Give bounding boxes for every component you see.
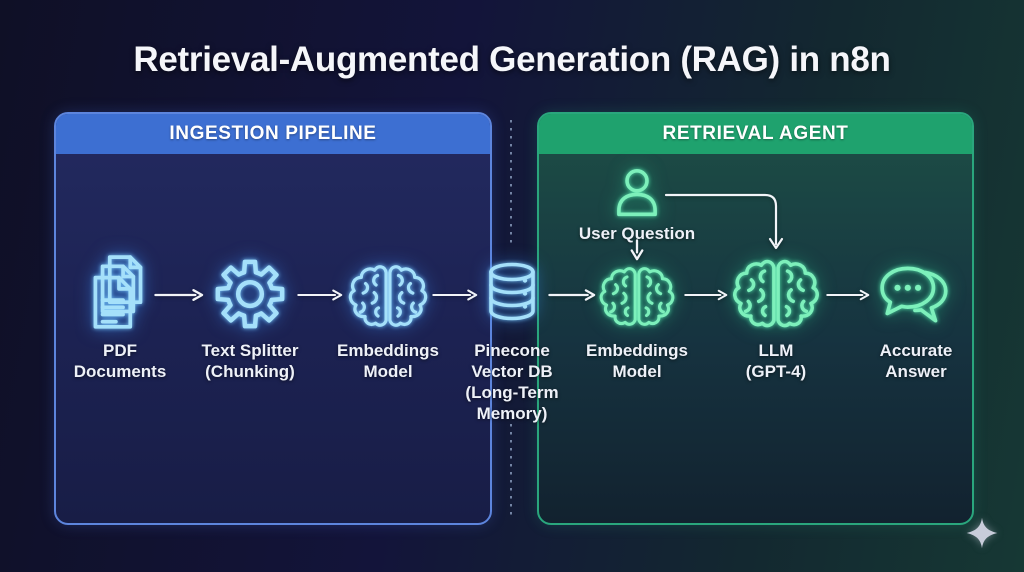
- retrieval-agent-panel: RETRIEVAL AGENT: [537, 112, 974, 525]
- arrow-embeddings-to-db: [432, 288, 478, 302]
- database-icon: [480, 257, 544, 329]
- arrow-llm-to-answer: [826, 288, 870, 302]
- diagram-title: Retrieval-Augmented Generation (RAG) in …: [133, 40, 891, 79]
- embeddings-retrieval-label: Embeddings Model: [585, 341, 688, 381]
- ingestion-pipeline-header: INGESTION PIPELINE: [56, 114, 490, 154]
- arrow-embeddings-to-llm: [684, 288, 728, 302]
- arrow-pdf-to-splitter: [154, 288, 204, 302]
- arrow-db-to-embeddings: [548, 288, 596, 302]
- arrow-question-to-llm-elbow: [664, 193, 784, 250]
- brain-icon: [730, 255, 822, 331]
- user-icon: [608, 167, 666, 220]
- ingestion-pipeline-panel: INGESTION PIPELINE: [54, 112, 492, 525]
- user-question-label: User Question: [578, 224, 696, 243]
- text-splitter-label: Text Splitter (Chunking): [201, 341, 299, 381]
- documents-icon: [83, 253, 157, 335]
- vector-db-label: Pinecone Vector DB (Long-Term Memory): [465, 341, 559, 423]
- panel-divider-dotted-top: [510, 120, 512, 246]
- embeddings-ingestion-label: Embeddings Model: [336, 341, 439, 381]
- pdf-documents-label: PDF Documents: [73, 341, 167, 381]
- brain-icon: [346, 261, 430, 330]
- gear-icon: [214, 258, 286, 330]
- panel-divider-dotted-bottom: [510, 424, 512, 516]
- brain-icon: [597, 263, 677, 329]
- arrow-splitter-to-embeddings: [297, 288, 343, 302]
- retrieval-agent-header: RETRIEVAL AGENT: [539, 114, 972, 154]
- sparkle-icon: [965, 516, 999, 550]
- accurate-answer-label: Accurate Answer: [879, 341, 953, 381]
- chat-bubbles-icon: [877, 260, 955, 328]
- arrow-question-to-embeddings: [629, 239, 645, 262]
- llm-label: LLM (GPT-4): [745, 341, 807, 381]
